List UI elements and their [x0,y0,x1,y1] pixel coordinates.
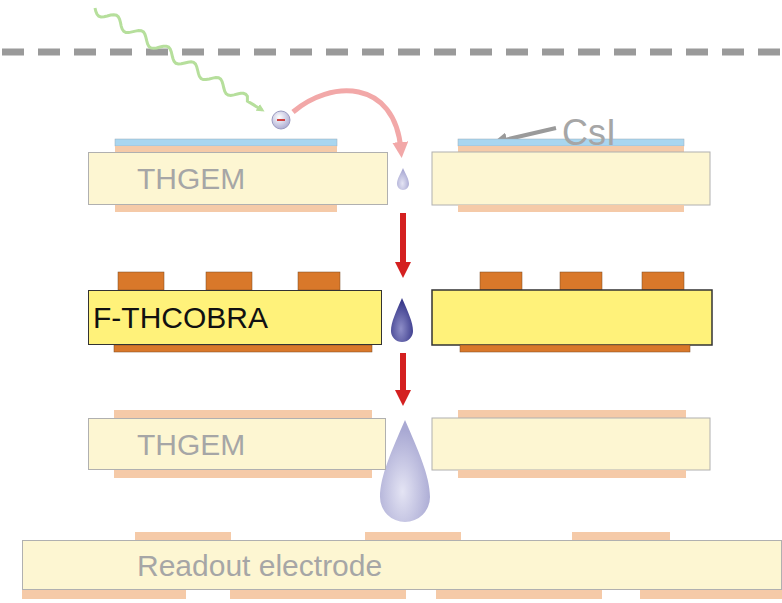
avalanche-drop [380,420,430,522]
thgem-board [432,418,710,470]
layer-label: F-THCOBRA [93,301,268,334]
thgem-board: THGEM [88,152,388,205]
layer-label: Readout electrode [137,549,382,582]
readout-pad [640,590,782,599]
photon-wave [95,8,262,110]
strip-electrode [118,272,164,290]
readout-board: Readout electrode [22,540,782,590]
readout-pad [365,532,461,540]
strip-electrode [642,272,684,290]
strip-electrode [298,272,340,290]
thgem-board [432,152,710,205]
csi-layer [115,139,337,146]
photoelectron [272,111,290,129]
fthcobra-board: F-THCOBRA [88,290,382,345]
readout-pad [230,590,406,599]
drift-mesh [2,49,782,56]
electron-charge [277,119,285,121]
electrode [115,205,337,212]
electrode [460,345,690,352]
material-label: CsI [562,112,616,154]
electrode [114,410,372,418]
electrode [458,410,686,418]
strip-electrode [560,272,602,290]
readout-pad [436,590,602,599]
electron-flow-arrow [400,213,406,272]
strip-electrode [480,272,522,290]
electrode [458,205,684,212]
electron-flow-arrow [400,353,406,400]
fthcobra-board [432,290,712,345]
thgem-board: THGEM [88,418,386,470]
readout-pad [22,590,186,599]
layer-label: THGEM [137,428,245,461]
electrode [114,470,372,478]
avalanche-drop [391,298,413,342]
strip-electrode [206,272,252,290]
electrode [458,470,686,478]
readout-pad [572,532,670,540]
layer-label: THGEM [137,162,245,195]
readout-pad [135,532,231,540]
electrode [114,345,372,352]
avalanche-drop [397,168,409,190]
